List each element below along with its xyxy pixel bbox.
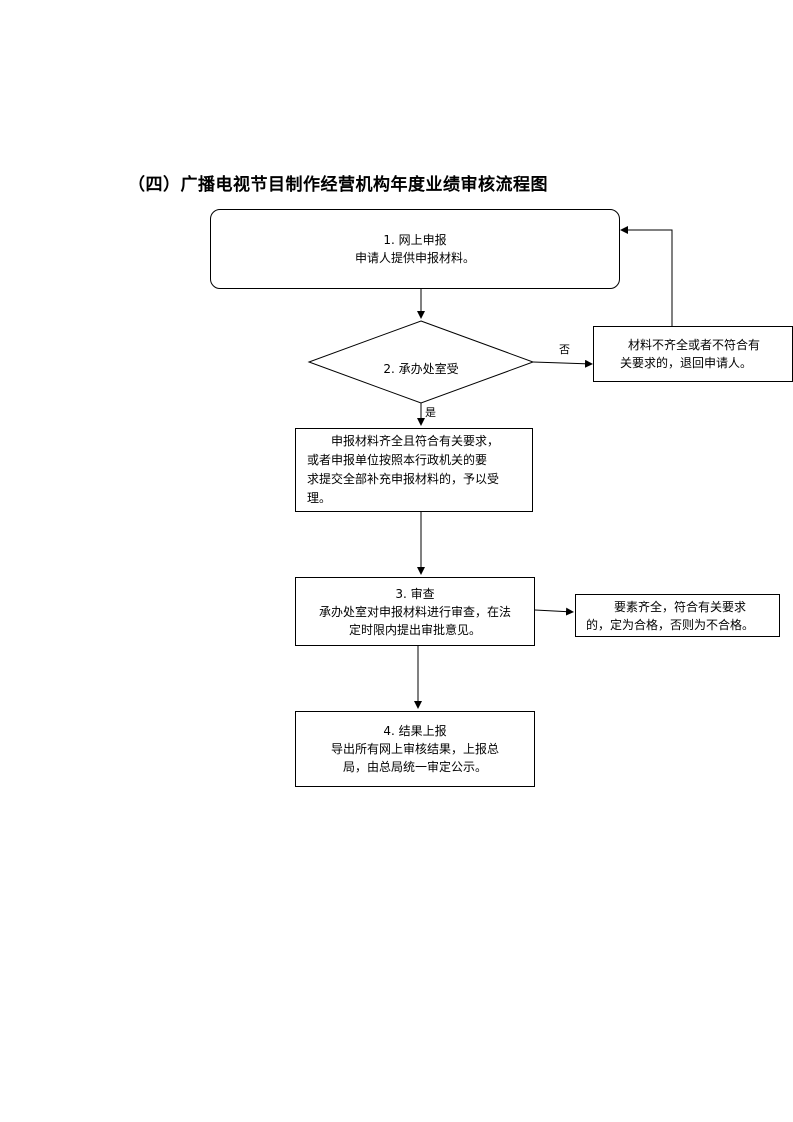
- accept-line-2: 或者申报单位按照本行政机关的要: [307, 453, 488, 467]
- criteria-line-1: 要素齐全，符合有关要求: [614, 599, 747, 614]
- step4-box: 4. 结果上报 导出所有网上审核结果，上报总 局，由总局统一审定公示。: [295, 711, 535, 787]
- reject-box: 材料不齐全或者不符合有 关要求的，退回申请人。: [593, 326, 793, 382]
- reject-line-2: 关要求的，退回申请人。: [620, 356, 753, 370]
- reject-line-1: 材料不齐全或者不符合有: [628, 338, 761, 352]
- arrow-step3-to-criteria: [534, 607, 574, 616]
- criteria-line-2: 的，定为合格，否则为不合格。: [586, 617, 755, 632]
- step3-line-2: 定时限内提出审批意见。: [348, 622, 481, 637]
- step4-line-1: 导出所有网上审核结果，上报总: [330, 742, 499, 756]
- accept-line-4: 理。: [307, 491, 332, 505]
- branch-no-label: 否: [559, 343, 570, 356]
- step3-heading: 3. 审查: [395, 586, 435, 601]
- accept-box: 申报材料齐全且符合有关要求， 或者申报单位按照本行政机关的要 求提交全部补充申报…: [295, 428, 533, 512]
- accept-line-3: 求提交全部补充申报材料的，予以受: [307, 472, 500, 486]
- step1-heading: 1. 网上申报: [383, 233, 447, 247]
- arrow-reject-to-step1: [620, 226, 673, 326]
- step3-box: 3. 审查 承办处室对申报材料进行审查，在法 定时限内提出审批意见。: [295, 577, 535, 646]
- step4-line-2: 局，由总局统一审定公示。: [342, 760, 487, 774]
- page-title: （四）广播电视节目制作经营机构年度业绩审核流程图: [128, 175, 548, 195]
- step4-heading: 4. 结果上报: [383, 724, 447, 738]
- accept-line-1: 申报材料齐全且符合有关要求，: [331, 434, 500, 448]
- branch-yes-label: 是: [425, 406, 436, 419]
- arrow-decision-to-reject: [532, 359, 593, 368]
- decision-label: 2. 承办处室受: [383, 362, 459, 376]
- step1-box: 1. 网上申报 申请人提供申报材料。: [210, 209, 620, 289]
- criteria-box: 要素齐全，符合有关要求 的，定为合格，否则为不合格。: [575, 594, 780, 637]
- step3-line-1: 承办处室对申报材料进行审查，在法: [318, 604, 511, 619]
- step1-text: 申请人提供申报材料。: [354, 251, 475, 265]
